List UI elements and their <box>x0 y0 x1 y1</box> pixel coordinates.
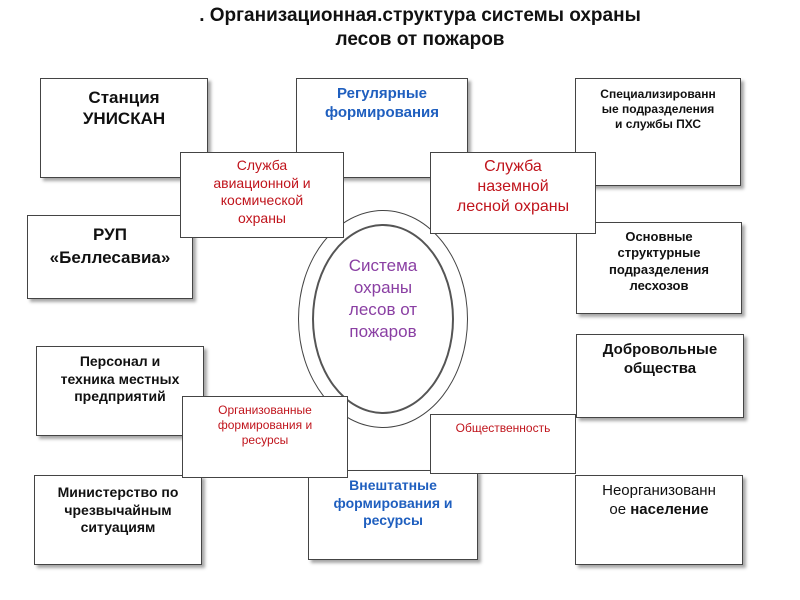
unorganized-population-box: Неорганизованн ое население <box>575 475 743 565</box>
title-line-1: . Организационная.структура системы охра… <box>199 5 641 26</box>
organized-formations-box: Организованные формирования и ресурсы <box>182 396 348 478</box>
volunteer-societies-box: Добровольные общества <box>576 334 744 418</box>
ground-forest-service-box: Служба наземной лесной охраны <box>430 152 596 234</box>
local-personnel-box: Персонал и техника местных предприятий <box>36 346 204 436</box>
rup-bellesavia-box: РУП «Беллесавиа» <box>27 215 193 299</box>
public-community-box: Общественность <box>430 414 576 474</box>
freelance-formations-box: Внештатные формирования и ресурсы <box>308 470 478 560</box>
center-oval-inner <box>312 224 454 414</box>
aviation-space-service-box: Служба авиационной и космической охраны <box>180 152 344 238</box>
title-line-2: лесов от пожаров <box>335 29 505 50</box>
diagram-title: . Организационная.структура системы охра… <box>150 4 690 52</box>
unsikan-station-box: Станция УНИСКАН <box>40 78 208 178</box>
main-units-box: Основные структурные подразделения лесхо… <box>576 222 742 314</box>
specialized-units-box: Специализированн ые подразделения и служ… <box>575 78 741 186</box>
center-label: Система охраны лесов от пожаров <box>348 256 418 341</box>
emergency-ministry-box: Министерство по чрезвычайным ситуациям <box>34 475 202 565</box>
